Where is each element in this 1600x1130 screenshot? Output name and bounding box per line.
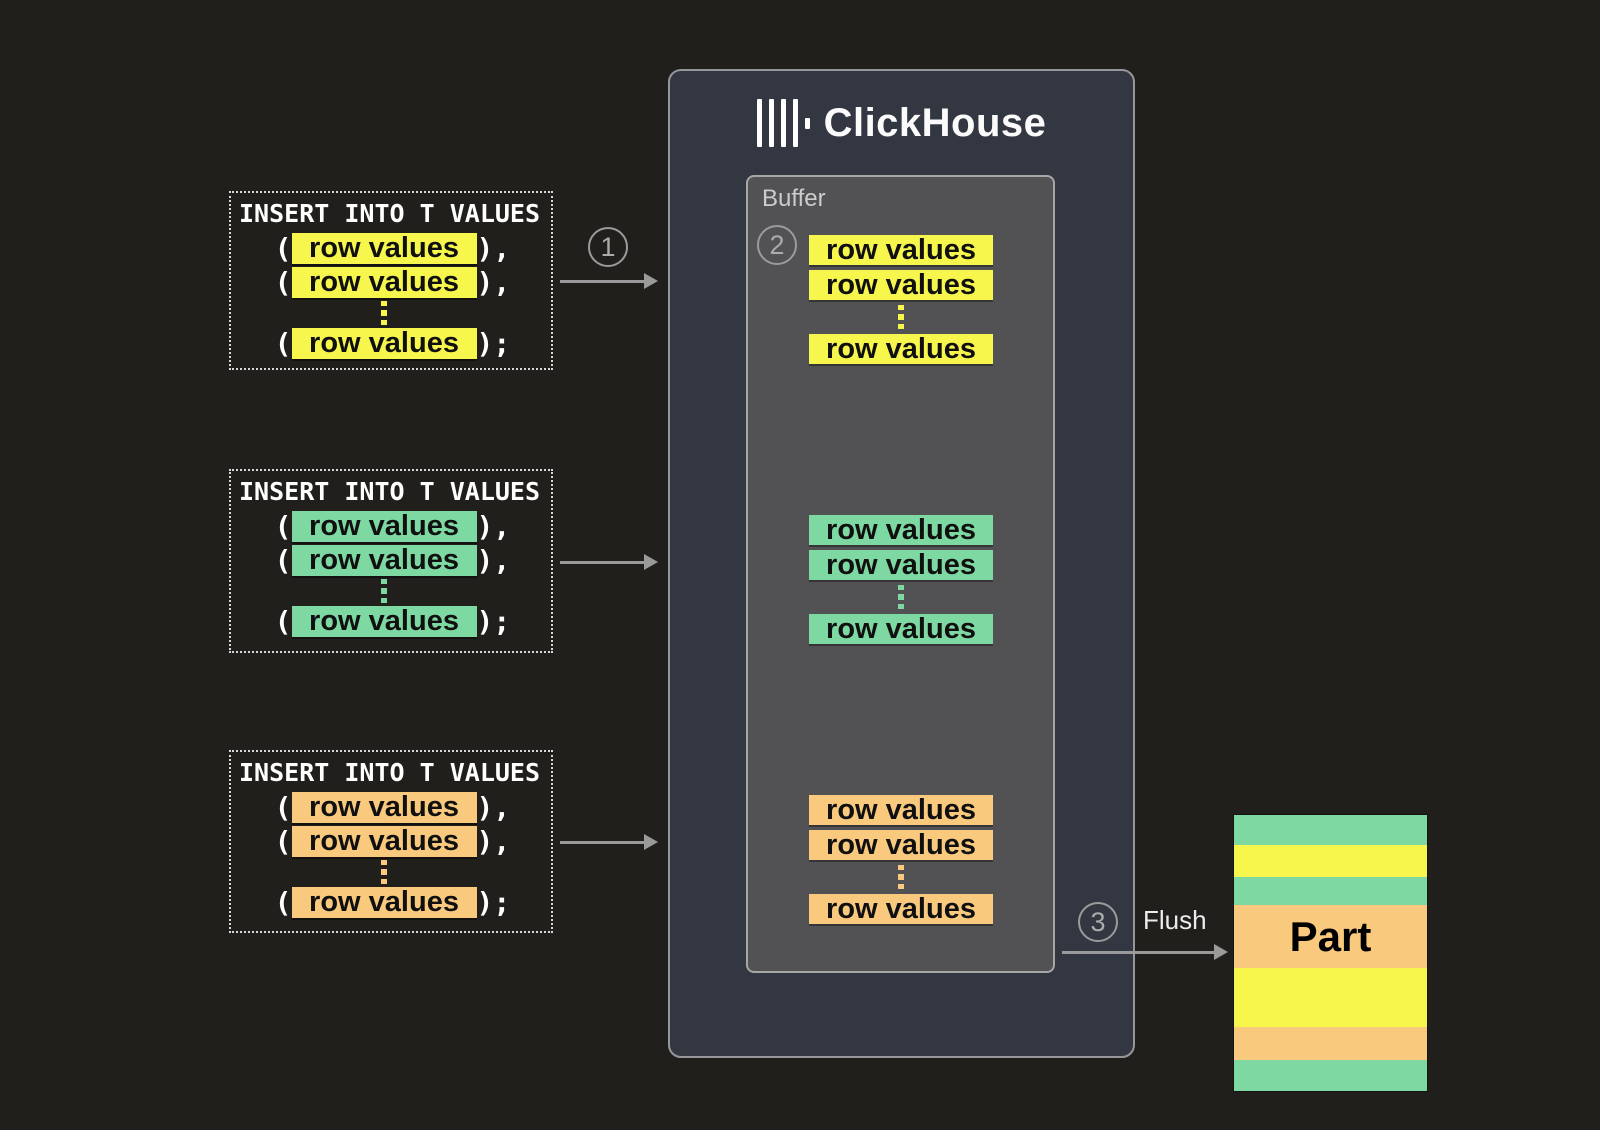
row-values-highlight: row values xyxy=(291,544,477,576)
code-row: ( row values ); xyxy=(262,327,521,360)
insert-title: INSERT INTO T VALUES xyxy=(239,477,541,506)
insert-arrow-2 xyxy=(560,554,658,570)
code-row: ( row values ), xyxy=(262,232,521,265)
insert-statement-box-1: INSERT INTO T VALUES ( row values ), ( r… xyxy=(229,191,553,370)
open-paren: ( xyxy=(274,510,292,543)
code-row: ( row values ), xyxy=(262,266,521,299)
insert-title: INSERT INTO T VALUES xyxy=(239,199,541,228)
step-2-badge: 2 xyxy=(757,225,797,265)
buffer-row: row values xyxy=(809,829,993,861)
close-paren: ), xyxy=(476,266,511,299)
ellipsis-dots-icon xyxy=(898,865,904,889)
row-values-highlight: row values xyxy=(291,266,477,298)
code-row: ( row values ), xyxy=(262,825,521,858)
row-values-highlight: row values xyxy=(291,886,477,918)
insert-rows: ( row values ), ( row values ), ( ), ( r… xyxy=(231,232,551,360)
insert-rows: ( row values ), ( row values ), ( ), ( r… xyxy=(231,510,551,638)
insert-statement-box-3: INSERT INTO T VALUES ( row values ), ( r… xyxy=(229,750,553,933)
insert-arrow-1 xyxy=(560,273,658,289)
close-paren: ); xyxy=(476,327,511,360)
code-row: ( row values ); xyxy=(262,605,521,638)
close-paren: ), xyxy=(476,825,511,858)
clickhouse-title: ClickHouse xyxy=(823,100,1047,145)
ellipsis: ( ), xyxy=(262,301,521,325)
buffer-row: row values xyxy=(809,234,993,266)
code-row: ( row values ), xyxy=(262,510,521,543)
part-stripe xyxy=(1234,1027,1427,1061)
buffer-row: row values xyxy=(809,514,993,546)
row-values-highlight: row values xyxy=(291,510,477,542)
part-box: Part xyxy=(1233,814,1428,1092)
code-row: ( row values ); xyxy=(262,886,521,919)
ellipsis-dots-icon xyxy=(898,585,904,609)
close-paren: ); xyxy=(476,886,511,919)
buffer-group-green: row values row values row values xyxy=(808,514,994,645)
row-values-highlight: row values xyxy=(291,825,477,857)
open-paren: ( xyxy=(274,327,292,360)
part-label: Part xyxy=(1289,912,1372,960)
part-stripe xyxy=(1234,815,1427,845)
open-paren: ( xyxy=(274,605,292,638)
ellipsis: ( ), xyxy=(262,579,521,603)
buffer-row: row values xyxy=(809,269,993,301)
close-paren: ), xyxy=(476,232,511,265)
buffer-label: Buffer xyxy=(762,185,826,212)
step-3-badge: 3 xyxy=(1078,902,1118,942)
insert-title: INSERT INTO T VALUES xyxy=(239,758,541,787)
ellipsis-dots-icon xyxy=(292,579,477,603)
buffer-row: row values xyxy=(809,613,993,645)
insert-statement-box-2: INSERT INTO T VALUES ( row values ), ( r… xyxy=(229,469,553,653)
open-paren: ( xyxy=(274,232,292,265)
close-paren: ), xyxy=(476,544,511,577)
part-stripe xyxy=(1234,876,1427,906)
ellipsis: ( ), xyxy=(262,860,521,884)
open-paren: ( xyxy=(274,791,292,824)
code-row: ( row values ), xyxy=(262,544,521,577)
ellipsis-dots-icon xyxy=(292,301,477,325)
buffer-group-orange: row values row values row values xyxy=(808,794,994,925)
buffer-row: row values xyxy=(809,893,993,925)
step-1-badge: 1 xyxy=(588,227,628,267)
close-paren: ), xyxy=(476,510,511,543)
flush-arrow xyxy=(1062,944,1228,960)
row-values-highlight: row values xyxy=(291,327,477,359)
code-row: ( row values ), xyxy=(262,791,521,824)
part-stripe xyxy=(1234,1060,1427,1091)
open-paren: ( xyxy=(274,266,292,299)
open-paren: ( xyxy=(274,886,292,919)
buffer-panel: Buffer row values row values row values … xyxy=(746,175,1055,973)
clickhouse-logo-icon xyxy=(756,98,810,148)
ellipsis-dots-icon xyxy=(292,860,477,884)
buffer-group-yellow: row values row values row values xyxy=(808,234,994,365)
buffer-row: row values xyxy=(809,549,993,581)
row-values-highlight: row values xyxy=(291,605,477,637)
insert-arrow-3 xyxy=(560,834,658,850)
part-stripe xyxy=(1234,844,1427,877)
close-paren: ), xyxy=(476,791,511,824)
row-values-highlight: row values xyxy=(291,232,477,264)
part-stripe: Part xyxy=(1234,905,1427,968)
buffer-row: row values xyxy=(809,333,993,365)
close-paren: ); xyxy=(476,605,511,638)
open-paren: ( xyxy=(274,544,292,577)
ellipsis-dots-icon xyxy=(898,305,904,329)
part-stripe xyxy=(1234,967,1427,1028)
insert-rows: ( row values ), ( row values ), ( ), ( r… xyxy=(231,791,551,919)
flush-label: Flush xyxy=(1143,905,1207,935)
open-paren: ( xyxy=(274,825,292,858)
row-values-highlight: row values xyxy=(291,791,477,823)
buffer-row: row values xyxy=(809,794,993,826)
clickhouse-header: ClickHouse xyxy=(670,98,1133,148)
